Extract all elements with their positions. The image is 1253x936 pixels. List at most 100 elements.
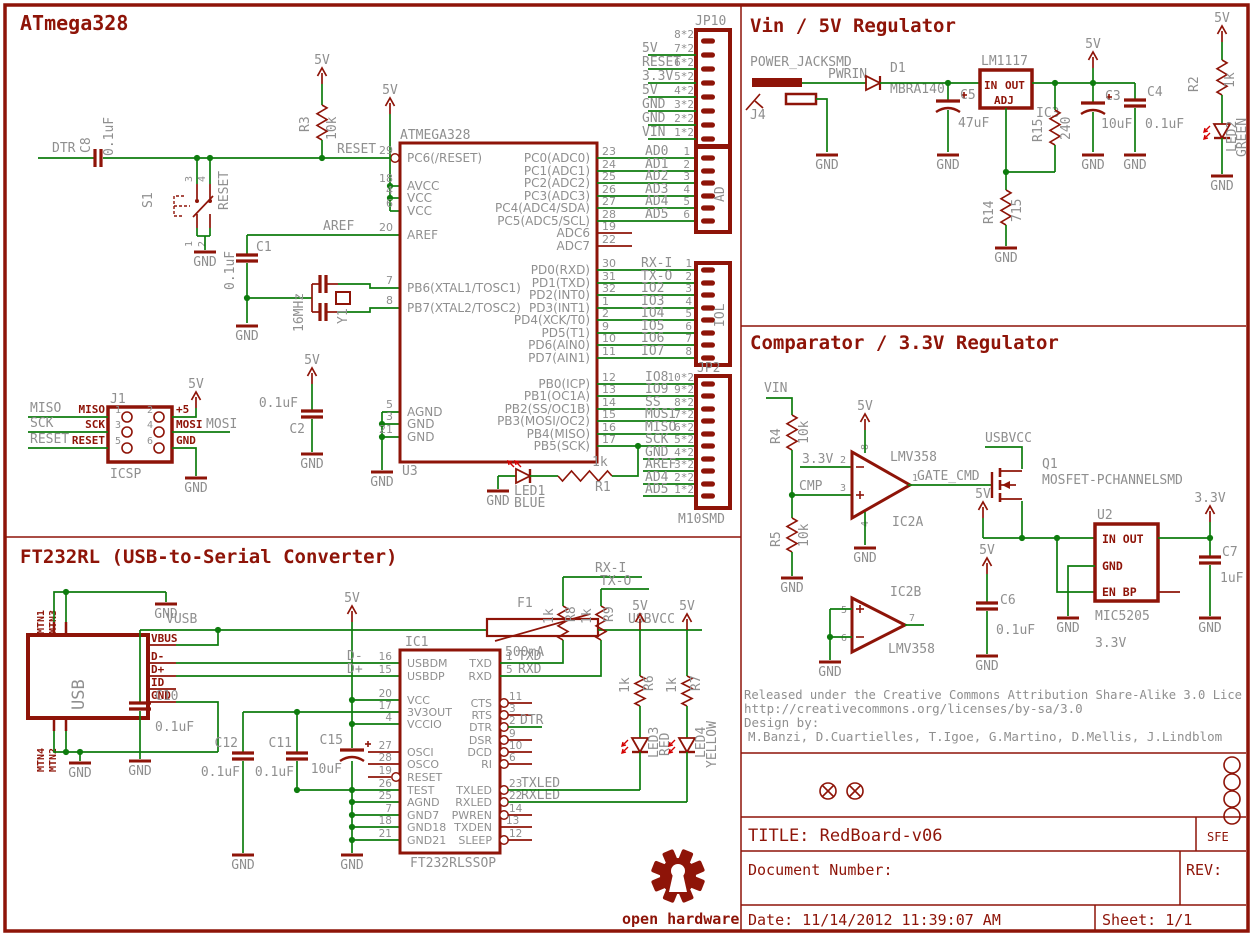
refdes-label: C6 xyxy=(1000,593,1016,608)
pin-name: MTN1 xyxy=(36,610,47,634)
connector-pad xyxy=(701,66,715,72)
gnd-label: GND xyxy=(1198,621,1222,636)
connector-pad xyxy=(701,406,715,412)
pin-name: OUT xyxy=(1005,79,1025,92)
open-hardware-logo-text: open hardware xyxy=(622,910,739,928)
refdes-label: C15 xyxy=(320,733,343,748)
resistor-icon xyxy=(1215,59,1229,96)
crossed-circle-icon xyxy=(819,782,837,800)
refdes-label: D1 xyxy=(890,61,906,76)
net-label: RXLED xyxy=(521,788,560,803)
wire xyxy=(500,640,564,664)
net-label: AD5 xyxy=(645,207,668,222)
net-label: VIN xyxy=(764,381,787,396)
connector-pin-number: 7*2 xyxy=(674,408,694,421)
value-label: 10k xyxy=(797,523,812,547)
connector-pin-number: 4*2 xyxy=(674,446,694,459)
value-label: 1uF xyxy=(1220,571,1244,586)
pin-number: 23 xyxy=(509,778,522,790)
pin-number: 1 xyxy=(602,295,609,308)
pin-number: 6 xyxy=(147,436,153,447)
connector-pin-number: 3*2 xyxy=(674,458,694,471)
pin-name: AGND xyxy=(407,796,440,809)
value-label: MOSFET-PCHANNELSMD xyxy=(1042,473,1183,488)
value-label: MBRA140 xyxy=(890,82,945,97)
pin-name: USBDP xyxy=(407,670,445,683)
connector-pad xyxy=(701,317,715,323)
refdes-label: R5 xyxy=(769,531,784,547)
power-arrow-icon xyxy=(981,556,993,567)
pin-name: MISO xyxy=(79,403,106,416)
titleblock-title: TITLE: RedBoard-v06 xyxy=(748,826,942,846)
value-label: 1k xyxy=(580,608,595,624)
resistor-icon xyxy=(556,605,570,641)
section-title-comparator: Comparator / 3.3V Regulator xyxy=(750,332,1059,354)
power-label: 5V xyxy=(344,591,360,606)
registration-circle xyxy=(1223,773,1241,791)
gnd-label: GND xyxy=(486,494,510,509)
net-label: DTR xyxy=(52,141,76,156)
refdes-label: U2 xyxy=(1097,508,1113,523)
refdes-label: C4 xyxy=(1147,85,1163,100)
junction-dot xyxy=(76,748,84,756)
gnd-label: GND xyxy=(1081,158,1105,173)
net-label: 3.3V xyxy=(642,69,673,84)
pin-number: 12 xyxy=(509,828,522,840)
titleblock-date: Date: 11/14/2012 11:39:07 AM xyxy=(748,911,1001,929)
net-label: GND xyxy=(642,97,666,112)
pin-number: 28 xyxy=(379,752,392,764)
refdes-label: R14 xyxy=(982,200,997,224)
connector-pin-number: 3 xyxy=(683,170,690,183)
pin-number: 3 xyxy=(840,483,846,494)
connector-pad xyxy=(701,342,715,348)
refdes-label: F1 xyxy=(517,596,533,611)
connector-pin-number: 2 xyxy=(683,158,690,171)
connector-pin-number: 5*2 xyxy=(674,433,694,446)
pin-number: 6 xyxy=(509,752,516,764)
wire xyxy=(338,307,400,313)
pin-name: TXDEN xyxy=(453,821,492,834)
power-arrow-icon xyxy=(190,390,202,401)
connector-pin-number: 5*2 xyxy=(674,70,694,83)
refdes-label: C8 xyxy=(79,137,94,153)
iol-connector-box xyxy=(694,261,732,367)
wire xyxy=(172,408,197,418)
pin-number: 18 xyxy=(379,172,393,185)
junction-dot xyxy=(386,182,394,190)
net-label: D- xyxy=(347,649,363,664)
connector-pad xyxy=(701,52,715,58)
connector-pad xyxy=(701,218,715,224)
refdes-label: C3 xyxy=(1105,89,1121,104)
pin-number: 21 xyxy=(379,828,392,840)
net-label: MISO xyxy=(30,401,61,416)
pin-number: 5 xyxy=(841,605,847,616)
wire xyxy=(612,446,639,477)
refdes-label: R1 xyxy=(595,480,611,495)
pin-number: 17 xyxy=(379,700,392,712)
icsp-box xyxy=(106,405,174,464)
pin-name: CTS xyxy=(471,697,492,710)
refdes-label: JP10 xyxy=(695,14,726,29)
pin-name: PC0(ADC0) xyxy=(524,151,590,165)
junction-dot xyxy=(386,194,394,202)
refdes-label: JP2 xyxy=(697,361,720,376)
pin-name: MTN2 xyxy=(48,748,59,772)
connector-pad xyxy=(701,381,715,387)
value-label: GREEN xyxy=(1235,118,1250,157)
pin-name: AGND xyxy=(407,405,443,419)
pin-number: 11 xyxy=(602,345,616,358)
connector-pad xyxy=(701,168,715,174)
pin-name: +5 xyxy=(176,403,189,416)
net-label: GATE_CMD xyxy=(917,469,980,484)
connector-label: ICSP xyxy=(110,467,141,482)
power-arrow-icon xyxy=(681,612,693,623)
connector-pin-number: 4 xyxy=(683,183,690,196)
led-icon xyxy=(677,737,697,754)
resistor-icon xyxy=(1048,109,1062,146)
connector-pad xyxy=(701,280,715,286)
net-label: RESET xyxy=(337,142,376,157)
icsp-pin-hole xyxy=(121,411,133,423)
pin-name: PB1(OC1A) xyxy=(524,389,590,403)
pin-name: PD4(XCK/T0) xyxy=(514,313,590,327)
